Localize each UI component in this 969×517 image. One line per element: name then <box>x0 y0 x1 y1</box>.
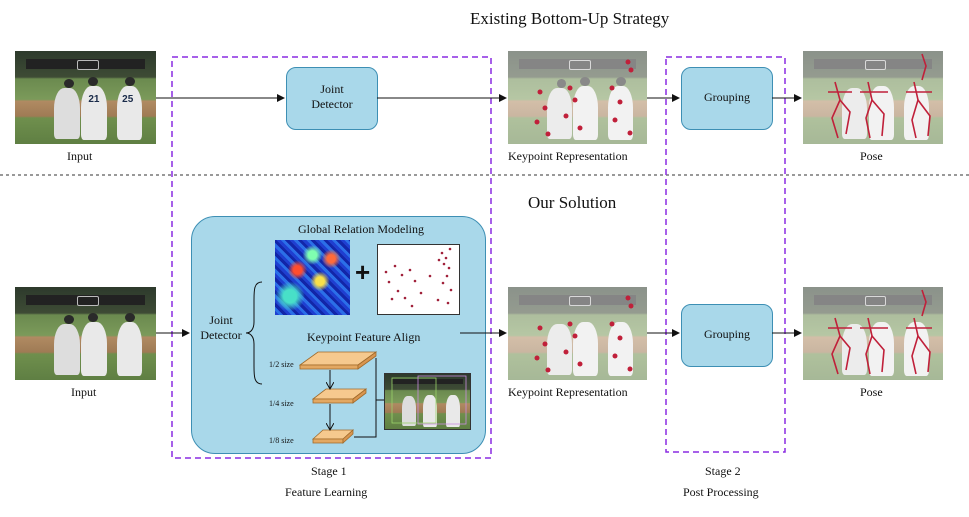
plus-sign: + <box>355 257 371 287</box>
top-input-label: Input <box>67 149 93 163</box>
bottom-grouping-box <box>681 304 773 367</box>
keypoints-top <box>534 59 634 137</box>
skeletons-top <box>828 53 932 139</box>
top-pose-label: Pose <box>860 149 883 163</box>
bottom-grouping-label: Grouping <box>704 327 750 341</box>
stage1-desc: Feature Learning <box>285 485 368 499</box>
global-relation-label: Global Relation Modeling <box>298 222 424 236</box>
stage2-desc: Post Processing <box>683 485 759 499</box>
stage1-name: Stage 1 <box>311 464 347 478</box>
jersey-number: 21 <box>88 93 100 105</box>
top-grouping-box <box>681 67 773 130</box>
heatmap-image <box>275 240 350 315</box>
top-joint-detector-box <box>286 67 378 130</box>
top-title: Existing Bottom-Up Strategy <box>470 9 670 28</box>
size-label-quarter: 1/4 size <box>269 399 294 408</box>
keypoint-scatter-panel <box>377 244 460 315</box>
top-grouping-label: Grouping <box>704 90 750 104</box>
feature-align-photo <box>384 373 471 430</box>
feature-pyramid <box>298 351 378 444</box>
size-label-half: 1/2 size <box>269 360 294 369</box>
keypoints-bottom <box>534 295 634 373</box>
bottom-input-label: Input <box>71 385 97 399</box>
align-connector <box>354 358 377 438</box>
size-label-eighth: 1/8 size <box>269 436 294 445</box>
scatter-points <box>384 247 453 308</box>
top-joint-detector-label: Joint Detector <box>311 82 353 111</box>
keypoint-feature-align-label: Keypoint Feature Align <box>307 330 421 344</box>
brace <box>245 281 263 385</box>
bottom-pose-label: Pose <box>860 385 883 399</box>
bottom-title: Our Solution <box>528 193 617 212</box>
top-pose-photo <box>803 51 943 144</box>
top-keypoint-label: Keypoint Representation <box>508 149 628 163</box>
skeletons-bottom <box>828 289 932 375</box>
bottom-input-photo <box>15 287 156 380</box>
bottom-joint-detector-label: Joint Detector <box>200 313 242 342</box>
bottom-keypoint-label: Keypoint Representation <box>508 385 628 399</box>
jersey-number: 25 <box>122 93 134 105</box>
bottom-pose-photo <box>803 287 943 380</box>
stage2-dashed-box <box>665 56 786 453</box>
stage2-name: Stage 2 <box>705 464 741 478</box>
top-input-photo: 21 25 <box>15 51 156 144</box>
